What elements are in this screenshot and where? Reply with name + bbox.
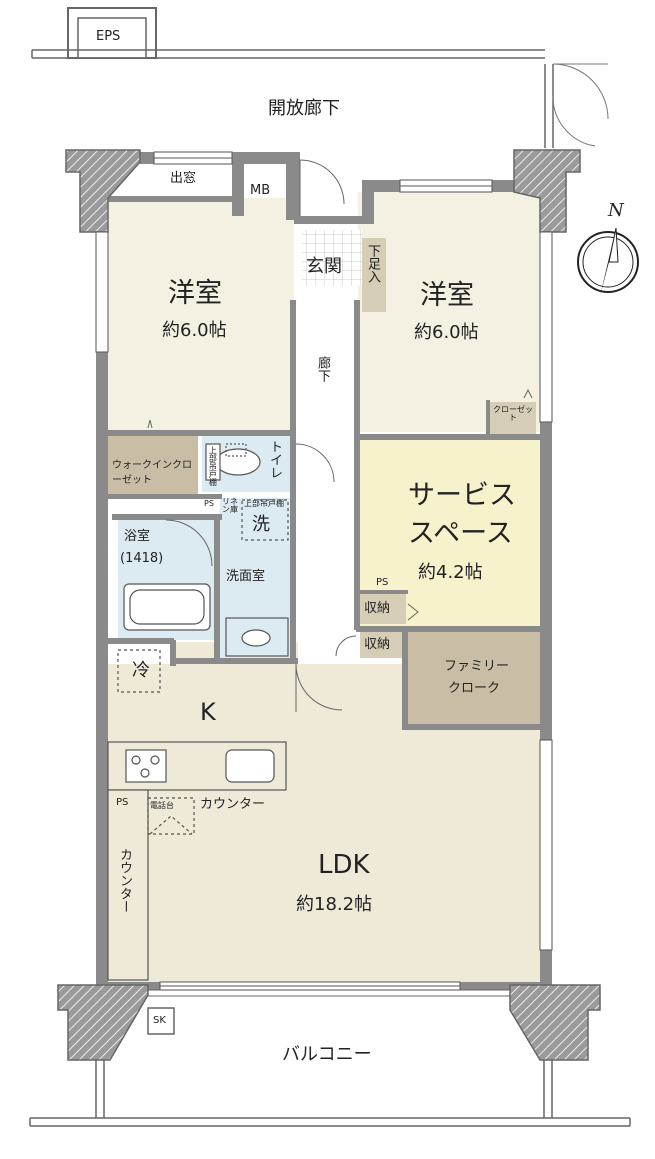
- compass-north-label: N: [608, 200, 624, 221]
- ldk-size: 約18.2帖: [296, 894, 373, 915]
- storage-2-label: 収納: [364, 637, 391, 652]
- phone-stand-label: 電話台: [150, 801, 174, 810]
- counter-kitchen-label: カウンター: [200, 797, 266, 812]
- eps-label: EPS: [96, 29, 121, 44]
- ps-service-label: PS: [376, 577, 389, 588]
- columns: [57, 149, 601, 1061]
- mb-label: MB: [250, 183, 271, 198]
- toilet-label: トイレ: [267, 440, 282, 479]
- bath-size: (1418): [120, 551, 164, 566]
- family-cloak-line1: ファミリー: [444, 659, 510, 674]
- hallway-label: 廊下: [315, 356, 330, 382]
- bath-name: 浴室: [124, 529, 151, 544]
- corridor-label: 開放廊下: [268, 98, 340, 119]
- service-space-size: 約4.2帖: [418, 562, 483, 583]
- storage-1-label: 収納: [364, 601, 391, 616]
- sk-label: SK: [153, 1015, 166, 1026]
- entrance-label: 玄関: [306, 256, 342, 277]
- fixtures: [107, 443, 289, 981]
- kitchen-label: K: [200, 698, 216, 726]
- floor-fills: [108, 192, 540, 982]
- ps-kitchen-label: PS: [116, 797, 129, 808]
- laundry-label: 洗: [252, 514, 270, 535]
- family-cloak-line2: クローク: [448, 681, 501, 696]
- fridge-label: 冷: [132, 660, 150, 681]
- bedroom-left-name: 洋室: [168, 278, 222, 309]
- north-compass: [577, 227, 639, 296]
- closet-label: クローゼット: [493, 405, 533, 423]
- linen-label: リネン庫: [222, 497, 238, 515]
- door-swings: [147, 159, 533, 712]
- bay-window-label: 出窓: [170, 171, 197, 186]
- service-space-name-2: スペース: [408, 518, 513, 549]
- toilet-cabinet-label: 上部吊戸棚: [208, 446, 218, 486]
- balcony-label: バルコニー: [282, 1044, 372, 1065]
- shoe-storage-label: 下足入: [365, 244, 380, 283]
- counter-side-label: カウンター: [117, 848, 132, 913]
- windows: [95, 151, 553, 991]
- open-corridor: [31, 7, 609, 148]
- washroom-label: 洗面室: [226, 569, 266, 584]
- bedroom-right-name: 洋室: [420, 280, 474, 311]
- ps-small-label: PS: [204, 499, 214, 508]
- upper-cabinet-label: 上部吊戸棚: [244, 499, 284, 508]
- bedroom-left-size: 約6.0帖: [162, 320, 227, 341]
- bedroom-right-size: 約6.0帖: [414, 322, 479, 343]
- service-space-name-1: サービス: [408, 480, 516, 511]
- ldk-name: LDK: [318, 850, 370, 880]
- walkin-closet-label: ウォークインクローゼット: [112, 460, 192, 486]
